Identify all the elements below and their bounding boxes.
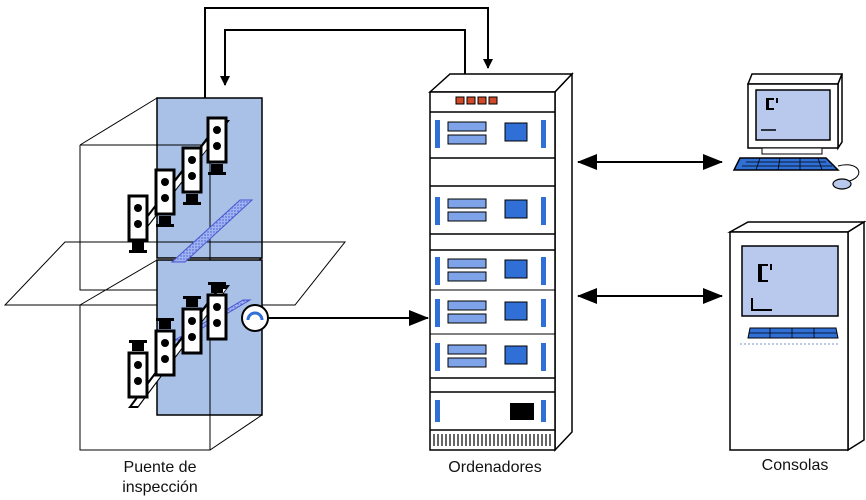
upper-camera-array (127, 116, 228, 253)
rack-module (435, 197, 546, 225)
rack-module (435, 120, 546, 148)
console-screen (741, 245, 839, 317)
rack-module (435, 257, 546, 285)
mouse (832, 178, 852, 190)
rack-leds (455, 96, 498, 105)
rack-drive-slot (510, 403, 534, 420)
rack-module (435, 343, 546, 371)
monitor-screen (755, 89, 831, 141)
connections (204, 7, 723, 326)
rack-module (435, 299, 546, 327)
feedback-line-outer (204, 7, 493, 98)
computers-label: Ordenadores (448, 459, 542, 476)
console-terminal (727, 220, 866, 452)
sheet-plane (3, 241, 347, 306)
keyboard (732, 157, 840, 171)
steel-sheet-upper (170, 199, 254, 263)
encoder-icon (241, 304, 269, 332)
lower-camera-array (127, 282, 228, 399)
computer-rack (428, 72, 574, 452)
feedback-line-inner (220, 29, 466, 86)
rack-vent (433, 434, 551, 446)
bridge-label-line2: inspección (122, 479, 198, 496)
inspection-bridge (3, 97, 347, 451)
desktop-computer (732, 73, 860, 190)
bridge-label-line1: Puente de (123, 459, 197, 476)
consoles-label: Consolas (761, 457, 829, 474)
